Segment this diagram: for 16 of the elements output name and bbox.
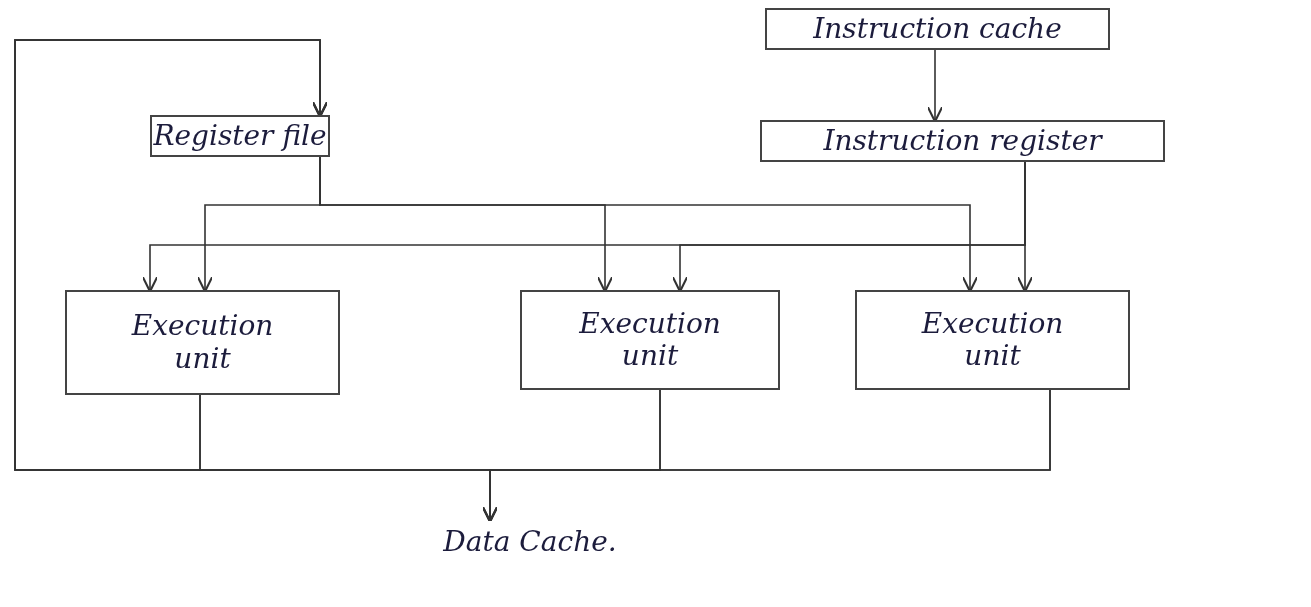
process-box <box>855 290 1130 390</box>
arrow <box>14 39 1051 471</box>
process-box <box>65 290 340 395</box>
node-label: Instruction cache <box>813 12 1062 46</box>
node-label: Register file <box>153 119 327 153</box>
process-box <box>760 120 1165 162</box>
arrow <box>319 156 979 293</box>
node-label: Execution unit <box>579 307 721 373</box>
arrow <box>1016 161 1034 293</box>
process-box <box>765 8 1110 50</box>
node-label: Data Cache. <box>443 526 617 559</box>
node-label: Instruction register <box>823 124 1102 158</box>
process-box <box>520 290 780 390</box>
node-label: Execution unit <box>921 307 1064 373</box>
node-label: Execution unit <box>131 310 274 375</box>
arrow <box>926 49 944 123</box>
